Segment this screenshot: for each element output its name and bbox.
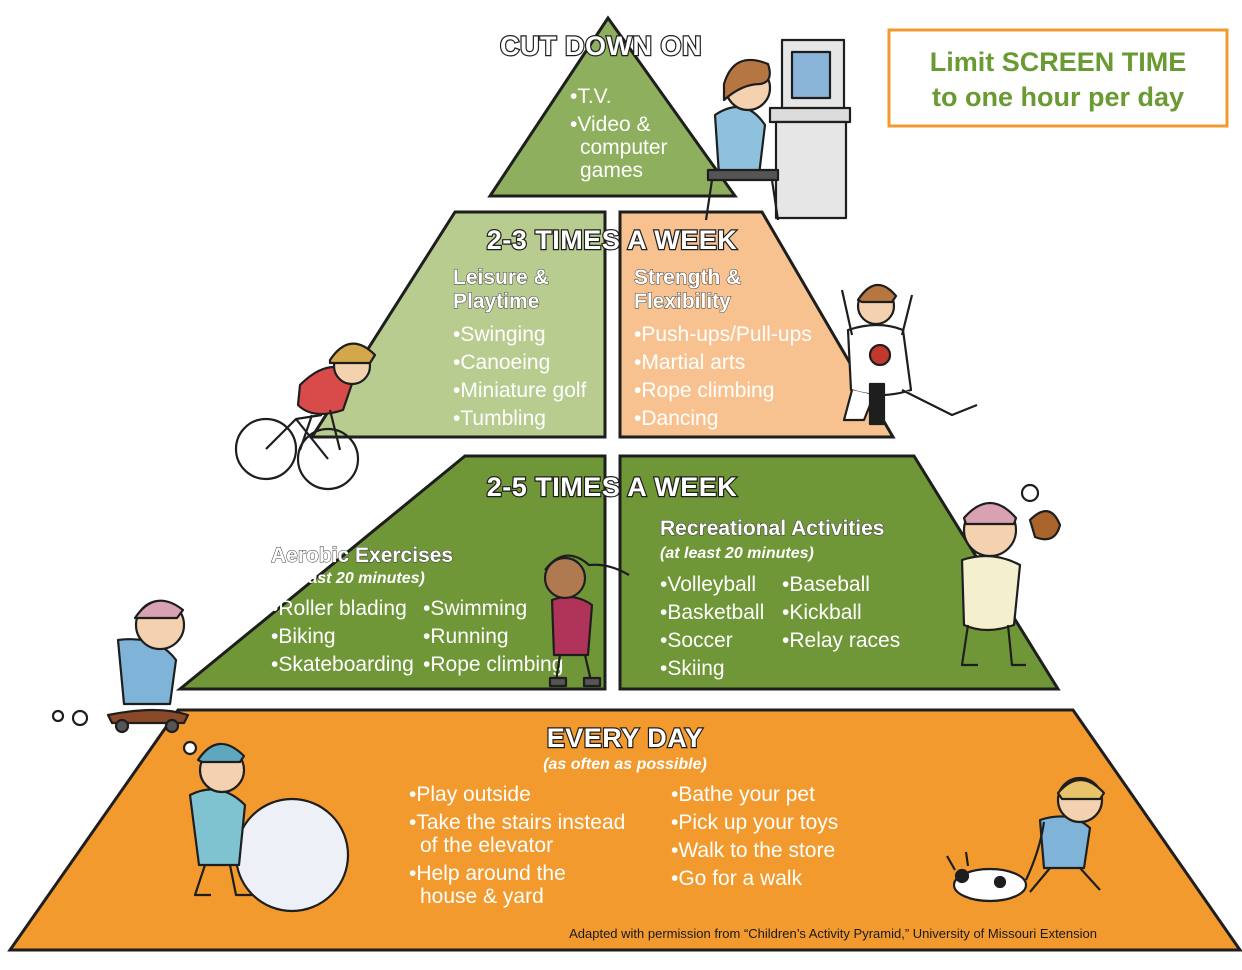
cut-down-item-video: •Video & [570,113,651,136]
every-day-item-walk-store: •Walk to the store [671,839,835,862]
strength-item-dancing: •Dancing [634,407,718,430]
credit-note: Adapted with permission from “Children’s… [569,926,1097,941]
recreational-item-basketball: •Basketball [660,601,764,624]
rollerblader-illustration [543,554,630,688]
leisure-item-canoeing: •Canoeing [453,351,550,374]
karate-kid-illustration [840,283,978,426]
every-day-item-take-stairs: •Take the stairs instead [409,811,625,834]
strength-item-martial-arts: •Martial arts [634,351,745,374]
cut-down-item-games: games [580,159,643,182]
leisure-item-tumbling: •Tumbling [453,407,546,430]
strength-item-pushups: •Push-ups/Pull-ups [634,323,812,346]
strength-title-line2: Flexibility [634,290,731,313]
aerobic-item-running: •Running [423,625,509,648]
recreational-item-soccer: •Soccer [660,629,733,652]
cut-down-item-computer: computer [580,136,668,159]
every-day-item-pick-up-toys: •Pick up your toys [671,811,838,834]
callout-line-2: to one hour per day [932,82,1184,112]
two-five-times-header: 2-5 TIMES A WEEK [487,472,738,502]
cut-down-item-tv: •T.V. [570,85,612,108]
recreational-title: Recreational Activities [660,517,884,540]
tier-recreational-block [618,454,1061,691]
aerobic-title: Aerobic Exercises [271,544,453,567]
computer-kid-illustration [704,38,852,221]
cut-down-on-header: CUT DOWN ON [500,31,702,61]
snowball-kid-illustration [182,740,350,913]
recreational-item-volleyball: •Volleyball [660,573,756,596]
every-day-item-help-around: •Help around the [409,862,566,885]
strength-item-rope-climbing: •Rope climbing [634,379,774,402]
recreational-item-relay-races: •Relay races [782,629,900,652]
leisure-item-swinging: •Swinging [453,323,546,346]
dog-walker-kid-illustration [946,776,1106,903]
leisure-title-line2: Playtime [453,290,539,313]
aerobic-item-roller-blading: •Roller blading [271,597,407,620]
aerobic-subtitle: (at least 20 minutes) [271,570,425,587]
leisure-item-mini-golf: •Miniature golf [453,379,587,402]
every-day-item-bathe-pet: •Bathe your pet [671,783,815,806]
tier-aerobic-block [175,454,607,691]
strength-title-line1: Strength & [634,266,741,289]
every-day-item-go-for-walk: •Go for a walk [671,867,803,890]
cyclist-illustration [234,342,377,491]
every-day-subtitle: (as often as possible) [543,756,707,773]
every-day-item-play-outside: •Play outside [409,783,531,806]
aerobic-item-skateboarding: •Skateboarding [271,653,414,676]
every-day-header: EVERY DAY [547,723,704,753]
every-day-item-elevator: of the elevator [420,834,553,857]
callout-line-1: Limit SCREEN TIME [930,47,1187,77]
skateboarder-illustration [51,599,190,734]
baseball-kid-illustration [960,483,1062,667]
every-day-item-house-yard: house & yard [420,885,544,908]
tier-cut-down-block [487,15,738,198]
aerobic-item-biking: •Biking [271,625,336,648]
recreational-item-skiing: •Skiing [660,657,725,680]
tier-strength-block [618,210,896,439]
recreational-item-baseball: •Baseball [782,573,870,596]
aerobic-item-swimming: •Swimming [423,597,527,620]
two-three-times-header: 2-3 TIMES A WEEK [487,225,738,255]
recreational-item-kickball: •Kickball [782,601,862,624]
aerobic-item-rope-climbing: •Rope climbing [423,653,563,676]
recreational-subtitle: (at least 20 minutes) [660,545,814,562]
screen-time-callout [887,28,1229,128]
leisure-title-line1: Leisure & [453,266,549,289]
